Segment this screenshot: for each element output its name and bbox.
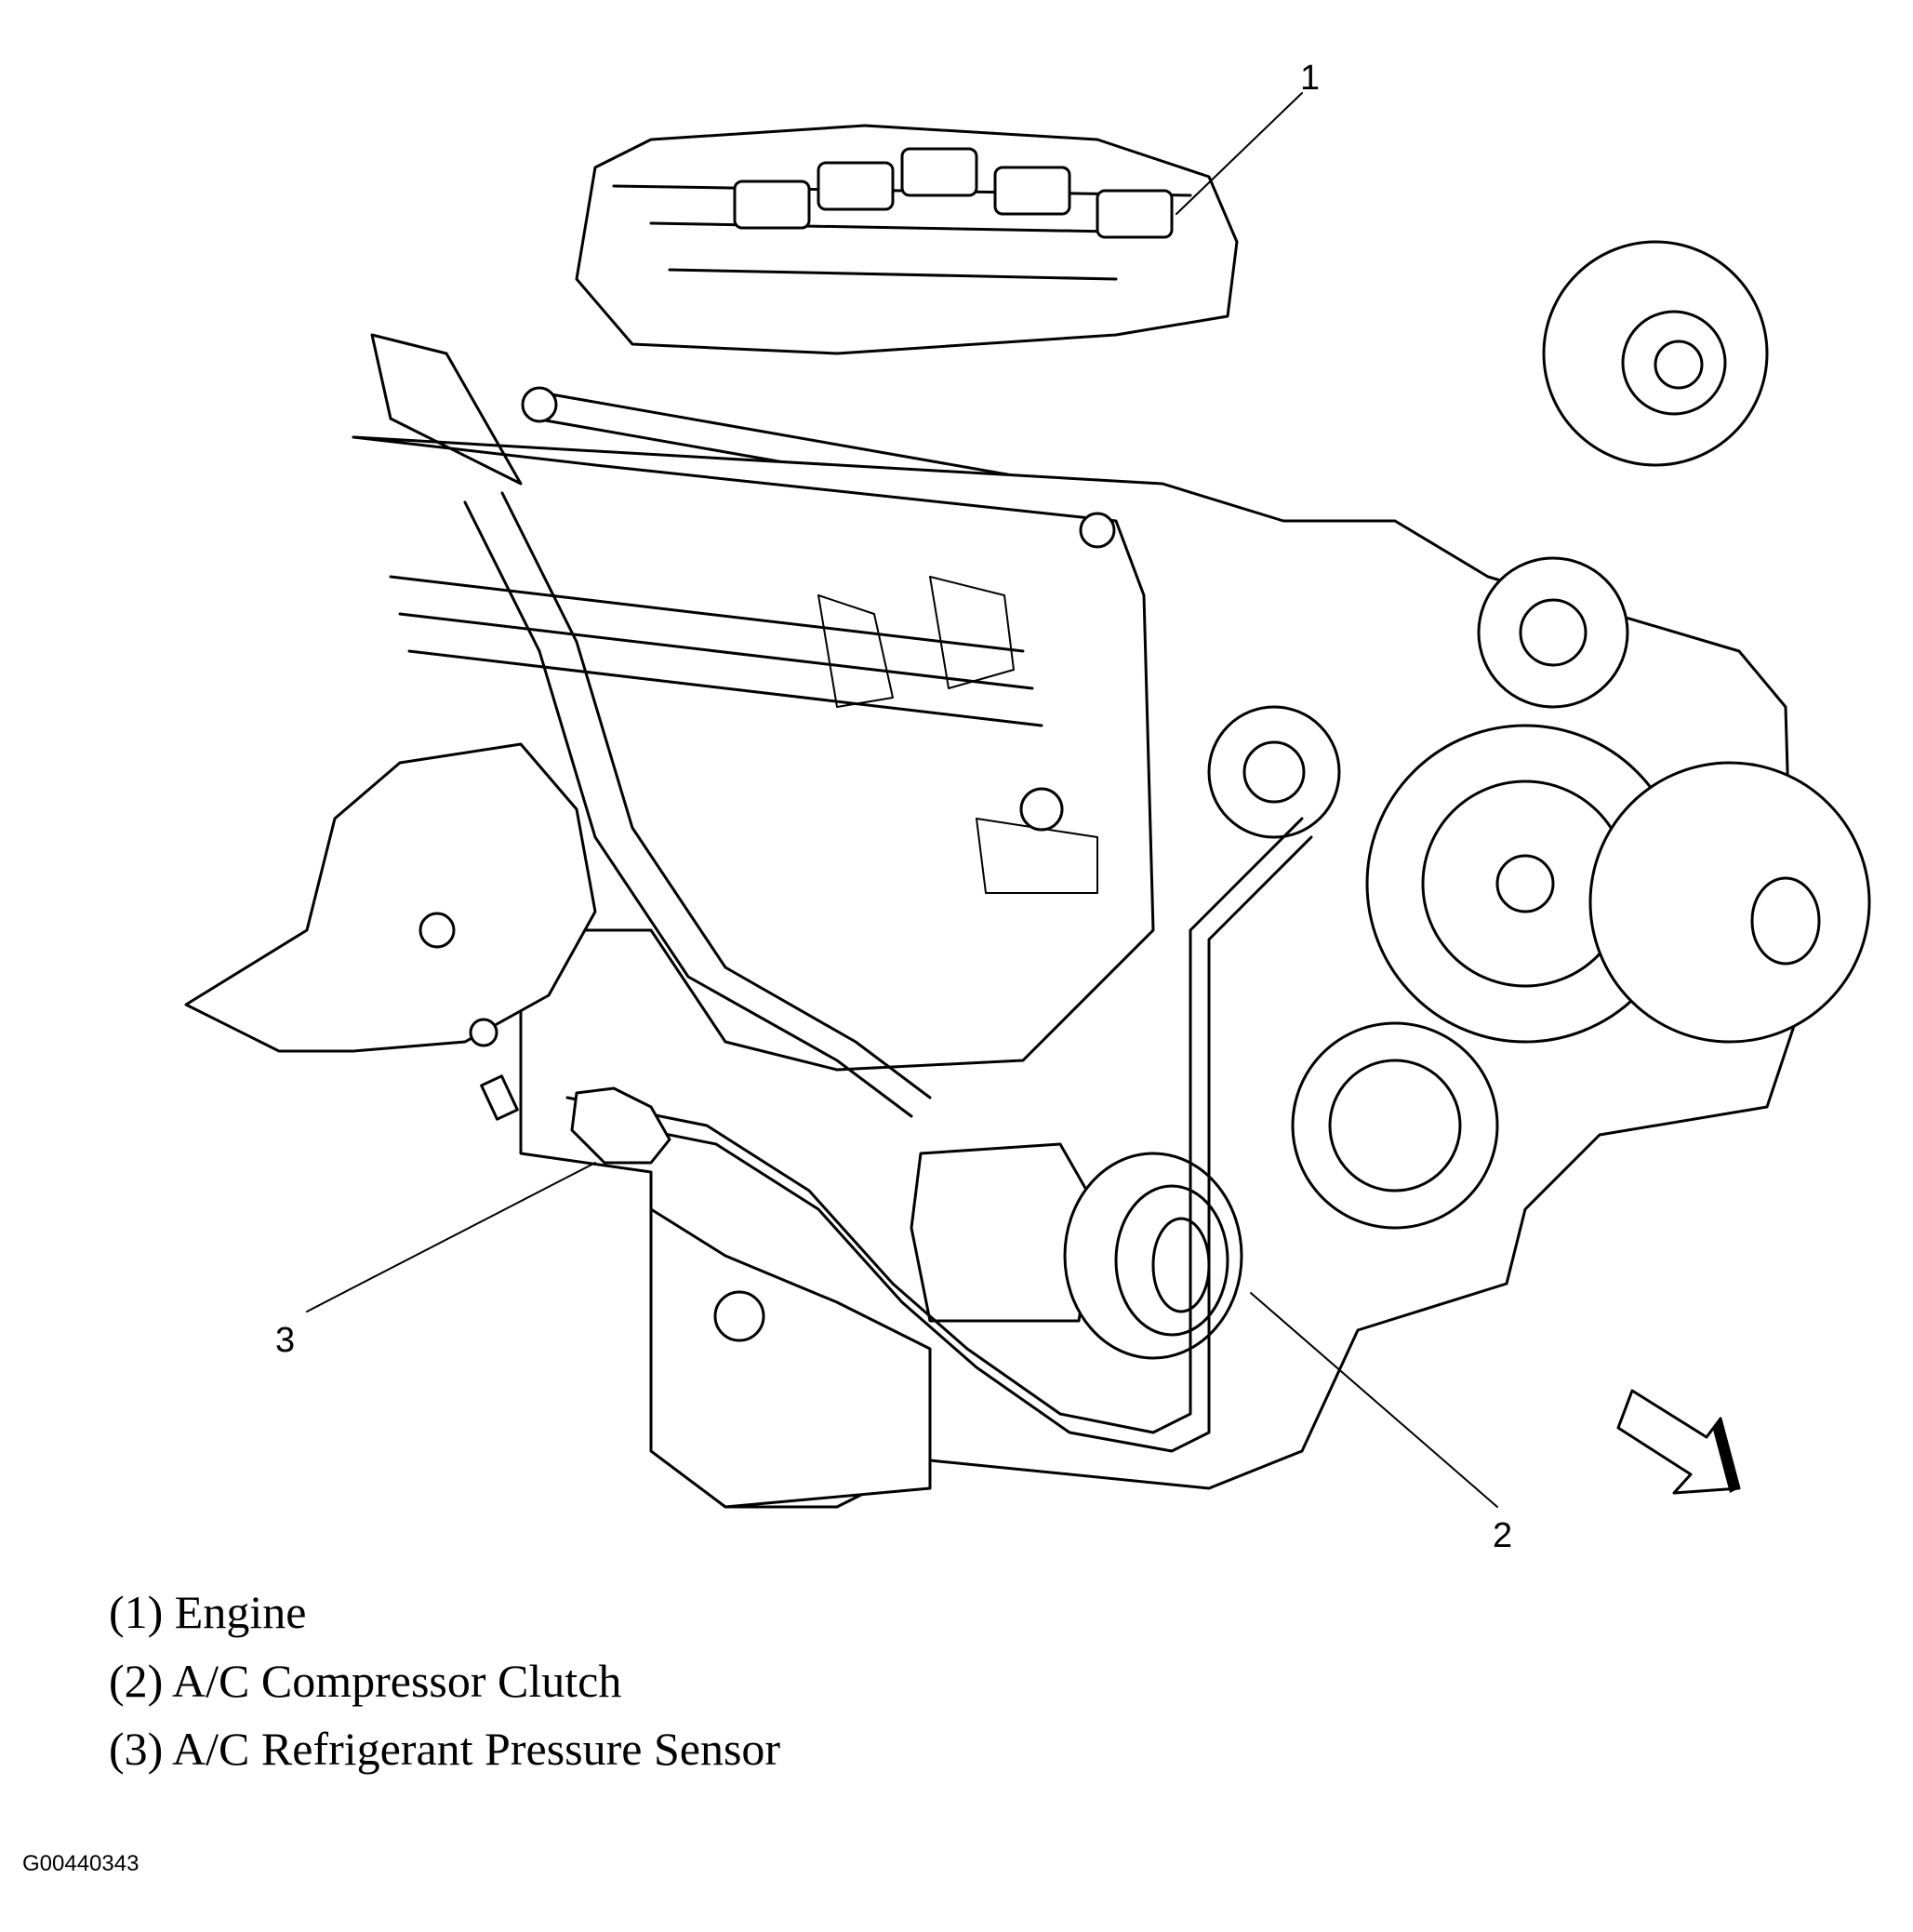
legend-item-engine: (1) Engine bbox=[109, 1586, 307, 1638]
leader-line-1 bbox=[1176, 92, 1303, 215]
legend-item-ac-refrigerant-pressure-sensor: (3) A/C Refrigerant Pressure Sensor bbox=[109, 1723, 781, 1775]
front-direction-arrow-icon bbox=[1616, 1389, 1741, 1495]
leader-line-3 bbox=[306, 1162, 596, 1312]
callout-1: 1 bbox=[1300, 59, 1320, 98]
callout-3: 3 bbox=[275, 1321, 295, 1360]
figure-id: G00440343 bbox=[22, 1851, 139, 1876]
leader-line-2 bbox=[1250, 1292, 1498, 1508]
legend-item-ac-compressor-clutch: (2) A/C Compressor Clutch bbox=[109, 1655, 622, 1707]
callout-2: 2 bbox=[1493, 1516, 1512, 1555]
engine-drawing bbox=[184, 124, 1871, 1509]
